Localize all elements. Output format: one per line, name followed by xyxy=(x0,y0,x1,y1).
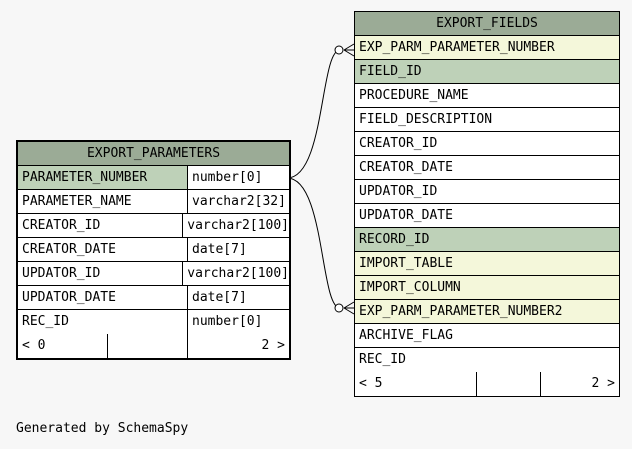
table-row[interactable]: RECORD_ID xyxy=(355,228,619,252)
crowfoot-icon xyxy=(343,301,355,315)
column-type: date[7] xyxy=(188,286,289,309)
table-footer: < 5 2 > xyxy=(355,372,619,396)
relationship-line-parameter-number2 xyxy=(286,177,341,309)
column-name[interactable]: REC_ID xyxy=(355,348,619,372)
table-row[interactable]: REC_ID xyxy=(355,348,619,372)
table-row[interactable]: IMPORT_TABLE xyxy=(355,252,619,276)
column-type: varchar2[100] xyxy=(183,262,289,285)
column-name[interactable]: FIELD_DESCRIPTION xyxy=(355,108,619,131)
relationship-optional-marker xyxy=(334,45,344,55)
column-type: number[0] xyxy=(188,310,289,334)
relationship-optional-marker xyxy=(334,303,344,313)
column-name[interactable]: REC_ID xyxy=(18,310,188,334)
column-name[interactable]: IMPORT_COLUMN xyxy=(355,276,619,299)
column-name[interactable]: PROCEDURE_NAME xyxy=(355,84,619,107)
footer-right-count[interactable]: 2 > xyxy=(591,376,615,391)
table-row[interactable]: PROCEDURE_NAME xyxy=(355,84,619,108)
column-name[interactable]: CREATOR_DATE xyxy=(355,156,619,179)
column-name[interactable]: CREATOR_ID xyxy=(18,214,184,237)
column-type: varchar2[100] xyxy=(183,214,289,237)
column-name[interactable]: EXP_PARM_PARAMETER_NUMBER2 xyxy=(355,300,619,323)
column-name[interactable]: UPDATOR_ID xyxy=(355,180,619,203)
table-row[interactable]: ARCHIVE_FLAG xyxy=(355,324,619,348)
column-name[interactable]: CREATOR_ID xyxy=(355,132,619,155)
column-name[interactable]: CREATOR_DATE xyxy=(18,238,188,261)
column-name[interactable]: UPDATOR_DATE xyxy=(18,286,188,309)
footer-right-count[interactable]: 2 > xyxy=(261,338,285,353)
table-row[interactable]: CREATOR_ID xyxy=(355,132,619,156)
generated-by-note: Generated by SchemaSpy xyxy=(16,421,189,436)
column-name[interactable]: FIELD_ID xyxy=(355,60,619,83)
column-name[interactable]: PARAMETER_NUMBER xyxy=(18,166,188,189)
relationship-line-parameter-number xyxy=(286,49,341,179)
footer-spacer xyxy=(477,372,541,396)
column-name[interactable]: RECORD_ID xyxy=(355,228,619,251)
table-row[interactable]: EXP_PARM_PARAMETER_NUMBER2 xyxy=(355,300,619,324)
column-name[interactable]: EXP_PARM_PARAMETER_NUMBER xyxy=(355,36,619,59)
footer-left-count[interactable]: < 0 xyxy=(18,334,108,358)
column-name[interactable]: ARCHIVE_FLAG xyxy=(355,324,619,347)
table-row[interactable]: EXP_PARM_PARAMETER_NUMBER xyxy=(355,36,619,60)
table-footer: < 0 2 > xyxy=(18,334,289,358)
table-row[interactable]: FIELD_DESCRIPTION xyxy=(355,108,619,132)
table-title[interactable]: EXPORT_FIELDS xyxy=(355,12,619,36)
footer-spacer xyxy=(108,334,188,358)
column-name[interactable]: PARAMETER_NAME xyxy=(18,190,188,213)
crowfoot-icon xyxy=(343,43,355,57)
table-row[interactable]: UPDATOR_DATE xyxy=(355,204,619,228)
column-type: date[7] xyxy=(188,238,289,261)
table-row[interactable]: IMPORT_COLUMN xyxy=(355,276,619,300)
column-name[interactable]: IMPORT_TABLE xyxy=(355,252,619,275)
column-name[interactable]: UPDATOR_ID xyxy=(18,262,184,285)
table-row[interactable]: FIELD_ID xyxy=(355,60,619,84)
table-row[interactable]: UPDATOR_ID xyxy=(355,180,619,204)
column-type: varchar2[32] xyxy=(188,190,289,213)
footer-left-count[interactable]: < 5 xyxy=(355,372,477,396)
table-row[interactable]: CREATOR_DATE xyxy=(355,156,619,180)
table-title[interactable]: EXPORT_PARAMETERS xyxy=(18,142,289,166)
column-type: number[0] xyxy=(188,166,289,189)
column-name[interactable]: UPDATOR_DATE xyxy=(355,204,619,227)
